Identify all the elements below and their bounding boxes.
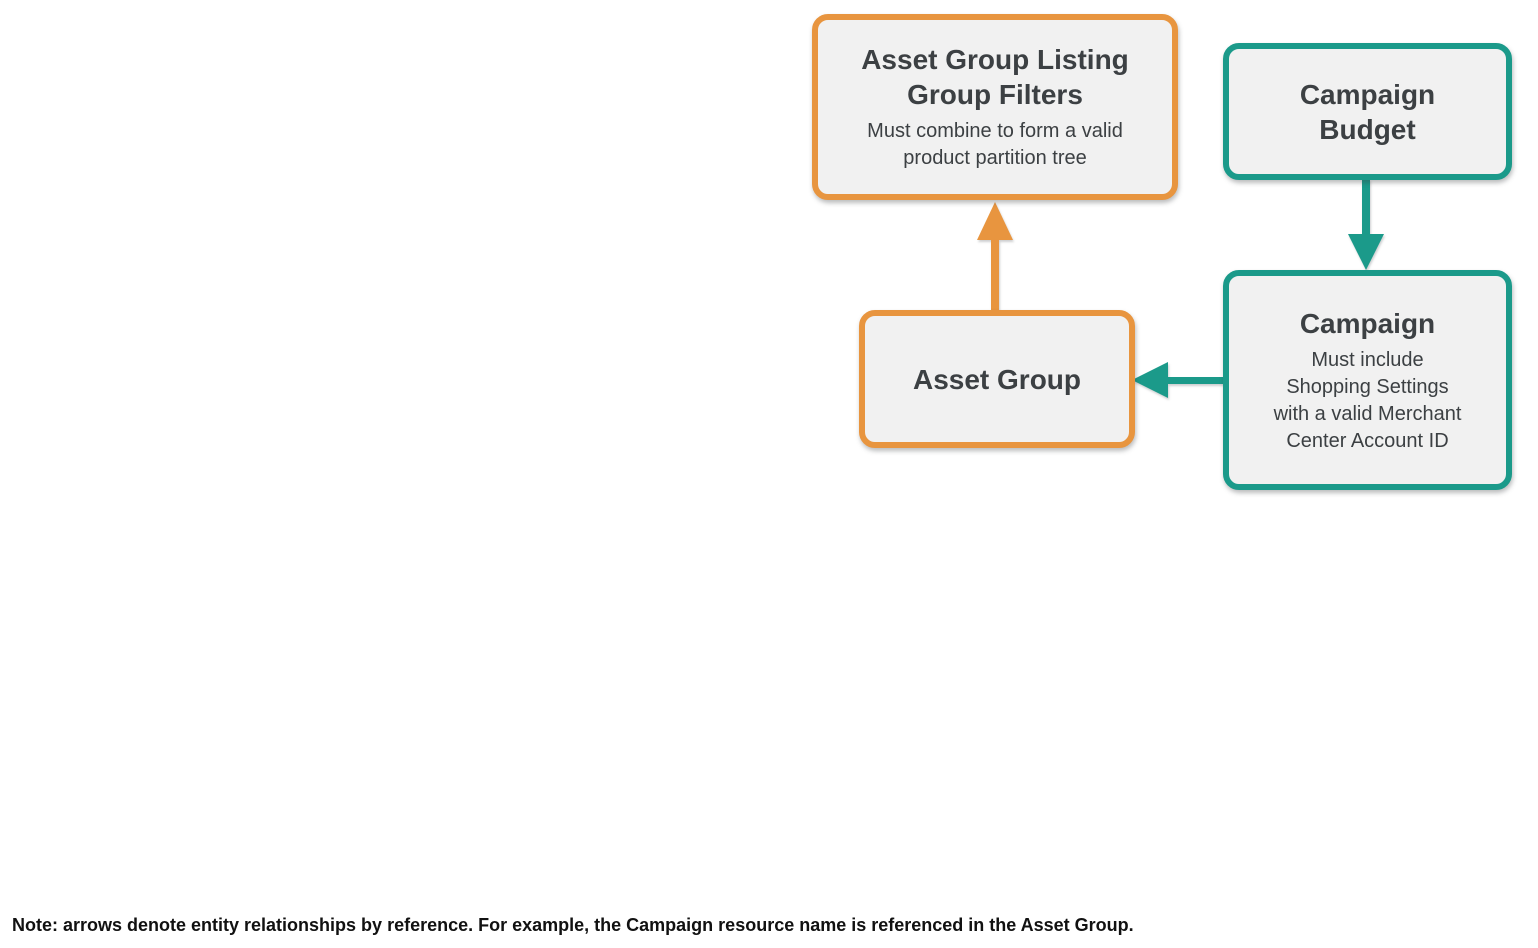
node-title: Asset Group Listing Group Filters	[861, 44, 1129, 110]
arrow-campaign-to-asset-group-icon	[1132, 362, 1224, 398]
node-title: Campaign	[1299, 307, 1436, 339]
node-subtitle: Must include Shopping Settings with a va…	[1273, 348, 1462, 452]
node-asset-group-listing-group-filters: Asset Group Listing Group Filters Must c…	[812, 14, 1178, 200]
arrow-campaign-budget-to-campaign-icon	[1348, 179, 1384, 270]
node-asset-group: Asset Group	[859, 310, 1135, 448]
node-subtitle: Must combine to form a valid product par…	[867, 120, 1123, 169]
arrow-asset-group-to-listing-filters-icon	[977, 202, 1013, 312]
node-title: Asset Group	[912, 363, 1082, 395]
footnote: Note: arrows denote entity relationships…	[12, 915, 1134, 935]
node-campaign-budget: Campaign Budget	[1223, 43, 1512, 180]
node-campaign: Campaign Must include Shopping Settings …	[1223, 270, 1512, 490]
node-title: Campaign Budget	[1299, 78, 1436, 145]
